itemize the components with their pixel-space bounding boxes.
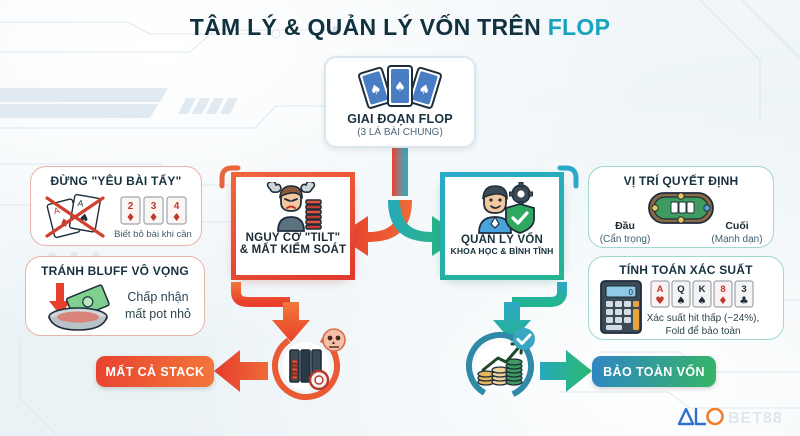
svg-text:♠: ♠ (697, 295, 706, 307)
svg-text:2: 2 (128, 201, 134, 212)
callout-bluff-caption-1: Chấp nhận (127, 290, 188, 304)
svg-text:0: 0 (629, 288, 634, 297)
callout-position-decides[interactable]: VỊ TRÍ QUYẾT ĐỊNH Đầu (Cẩn trọng) Cuối (… (588, 166, 774, 248)
gear-icon (509, 182, 533, 206)
svg-text:♦: ♦ (126, 211, 136, 224)
outcome-loss-pill[interactable]: MẤT CẢ STACK (96, 356, 214, 387)
callout-dont-love-hole-cards[interactable]: ĐỪNG "YÊU BÀI TẨY" A ♦ A ♠ 2 (30, 166, 202, 246)
arrow-to-save-pill (540, 350, 592, 392)
five-cards-icon: A ♥ Q ♠ K ♠ 8 ♦ 3 ♣ (650, 280, 754, 308)
callout-odds-heading: TÍNH TOÁN XÁC SUẤT (619, 263, 753, 277)
svg-text:♣: ♣ (739, 295, 748, 307)
callout-calculate-probability[interactable]: TÍNH TOÁN XÁC SUẤT 0 A ♥ (588, 256, 784, 340)
three-cards-icon: ♠ ♠ ♠ (358, 65, 442, 109)
callout-odds-caption-2: Fold để bảo toàn (665, 325, 740, 337)
money-into-pot-illustration: Chấp nhận mất pot nhỏ (48, 283, 191, 331)
position-right-sub: (Mạnh dạn) (711, 234, 762, 245)
svg-text:♠: ♠ (676, 295, 685, 307)
fold-cards-illustration: A ♦ A ♠ 2 ♦ 3 ♦ (45, 193, 192, 240)
page-title: TÂM LÝ & QUẢN LÝ VỐN TRÊN FLOP (0, 14, 800, 41)
alo-mark-icon (677, 407, 724, 426)
tilt-label-line2: & MẤT KIỂM SOÁT (239, 244, 347, 256)
page-title-accent: FLOP (547, 14, 611, 40)
svg-text:4: 4 (174, 201, 180, 212)
callout-bluff-caption-2: mất pot nhỏ (125, 307, 191, 321)
poker-table-illustration: Đầu (Cẩn trọng) Cuối (Mạnh dạn) (600, 192, 763, 245)
position-left-sub: (Cẩn trọng) (600, 233, 651, 245)
svg-text:A: A (52, 205, 60, 216)
flop-stage-subtitle: (3 LÁ BÀI CHUNG) (357, 127, 443, 138)
svg-text:♠: ♠ (368, 81, 384, 99)
tilt-label-line1: NGUY CƠ "TILT" (245, 232, 341, 244)
coin-growth-check-icon (466, 328, 535, 400)
bankroll-label-line2: KHOA HỌC & BÌNH TĨNH (450, 246, 554, 256)
arrow-to-loss-pill (214, 350, 268, 392)
small-cards-234: 2 ♦ 3 ♦ 4 ♦ Biết bỏ bài khi cần (114, 196, 192, 240)
outcome-save-label: BẢO TOÀN VỐN (603, 364, 705, 379)
calm-player-shield-icon (478, 182, 535, 234)
position-left-label: Đầu (615, 220, 635, 232)
flop-stage-title: GIAI ĐOẠN FLOP (347, 112, 453, 126)
node-flop-stage[interactable]: ♠ ♠ ♠ GIAI ĐOẠN FLOP (3 LÁ BÀI CHUNG) (324, 56, 476, 148)
svg-text:♥: ♥ (655, 295, 664, 307)
svg-text:K: K (699, 284, 706, 295)
svg-text:8: 8 (720, 284, 725, 295)
crossed-ace-cards-icon: A ♦ A ♠ (45, 193, 105, 239)
svg-text:♦: ♦ (172, 211, 182, 224)
check-badge-icon (513, 328, 535, 350)
callout-ace-heading: ĐỪNG "YÊU BÀI TẨY" (50, 174, 182, 188)
callout-odds-caption-1: Xác suất hit thấp (~24%), (647, 312, 760, 324)
svg-text:3: 3 (741, 284, 746, 295)
svg-text:A: A (657, 284, 664, 295)
svg-text:Q: Q (677, 284, 684, 295)
svg-text:♦: ♦ (718, 295, 727, 307)
angry-player-icon (266, 182, 322, 232)
watermark-text: BET88 (728, 410, 783, 427)
watermark-logo: BET88 (677, 407, 783, 427)
chip-rack-skull-icon (272, 328, 346, 400)
callout-bluff-heading: TRÁNH BLUFF VÔ VỌNG (41, 264, 189, 278)
svg-text:♦: ♦ (149, 211, 159, 224)
svg-text:3: 3 (151, 201, 157, 212)
position-right-label: Cuối (725, 220, 748, 232)
calculator-icon: 0 (600, 280, 642, 334)
skull-icon (322, 328, 346, 352)
callout-avoid-hopeless-bluff[interactable]: TRÁNH BLUFF VÔ VỌNG Chấp nhận mất pot nh… (25, 256, 205, 336)
outcome-save-pill[interactable]: BẢO TOÀN VỐN (592, 356, 716, 387)
poker-table-icon (648, 192, 714, 224)
probability-illustration: 0 A ♥ Q ♠ K ♠ (600, 280, 760, 337)
outcome-loss-label: MẤT CẢ STACK (105, 364, 205, 379)
bankroll-label-line1: QUẢN LÝ VỐN (460, 234, 544, 246)
callout-ace-caption: Biết bỏ bài khi cần (114, 229, 192, 240)
node-tilt-risk[interactable]: NGUY CƠ "TILT" & MẤT KIỂM SOÁT (231, 172, 355, 280)
shield-check-icon (505, 203, 535, 234)
money-into-pot-icon (48, 283, 110, 331)
callout-position-heading: VỊ TRÍ QUYẾT ĐỊNH (623, 174, 739, 188)
node-bankroll-management[interactable]: QUẢN LÝ VỐN KHOA HỌC & BÌNH TĨNH (440, 172, 564, 280)
svg-text:♠: ♠ (416, 81, 432, 99)
svg-text:A: A (77, 198, 85, 209)
svg-text:♠: ♠ (394, 80, 406, 95)
page-title-main: TÂM LÝ & QUẢN LÝ VỐN TRÊN (189, 14, 548, 40)
